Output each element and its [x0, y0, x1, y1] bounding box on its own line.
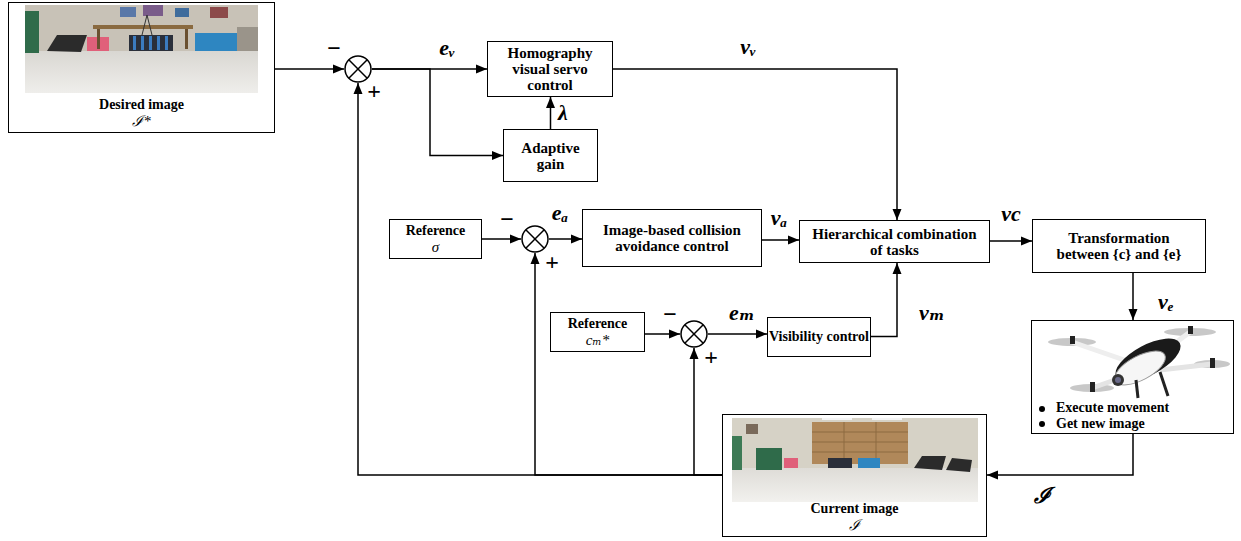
reference-box: Referenceσ [389, 219, 482, 259]
signal-arrow [372, 69, 503, 160]
box-label: Transformation between {c} and {e} [1042, 230, 1197, 262]
current-image-photo [732, 418, 978, 502]
bullet-points [1035, 400, 1051, 434]
desired-image-photo [25, 5, 258, 93]
arrow-head [987, 471, 998, 480]
arrow-head [510, 235, 521, 244]
sign-label: + [704, 345, 718, 369]
arrow-head [788, 236, 799, 245]
box-label: Reference [406, 223, 466, 239]
controller-box: Homography visual servo control [487, 41, 613, 97]
summing-junction: −+ [680, 320, 708, 348]
box-label: Image-based collision avoidance control [597, 222, 747, 254]
signal-arrow [549, 235, 582, 244]
signal-label: νᵥ [738, 35, 757, 59]
box-label: Visibility control [769, 329, 869, 345]
combination-box: Hierarchical combination of tasks [799, 220, 990, 263]
arrow-head [492, 151, 503, 160]
signal-label: eₘ [727, 301, 757, 325]
box-label: Execute movement [1056, 400, 1169, 416]
signal-arrow [275, 65, 344, 74]
arrow-head [546, 97, 555, 108]
summing-junction: −+ [521, 225, 549, 253]
box-sublabel: ℐ [849, 517, 860, 533]
arrow-head [893, 209, 902, 220]
controller-box: Visibility control [767, 317, 871, 357]
sign-label: − [327, 36, 341, 60]
box-sublabel: ℐ* [132, 113, 151, 129]
arrow-head [690, 348, 699, 359]
box-label: Reference [568, 316, 628, 332]
box-sublabel: cₘ* [586, 332, 609, 348]
signal-label: eₐ [550, 201, 570, 225]
signal-label: νₑ [1156, 290, 1176, 314]
box-label: Current image [811, 501, 899, 517]
sign-label: + [367, 79, 381, 103]
signal-arrow [987, 434, 1133, 480]
current-image-box: Current imageℐ [722, 414, 987, 537]
arrow-head [1129, 309, 1138, 320]
signal-arrow [645, 330, 680, 339]
controller-box: Image-based collision avoidance control [582, 209, 762, 267]
arrow-head [1021, 237, 1032, 246]
drone-illustration [1040, 322, 1230, 402]
box-sublabel: Get new image [1056, 416, 1145, 432]
signal-label: νₘ [917, 301, 947, 325]
box-label: Adaptive gain [515, 140, 587, 172]
signal-label: eᵥ [437, 36, 456, 60]
arrow-head [476, 65, 487, 74]
sign-label: − [500, 207, 514, 231]
desired-image-box: Desired imageℐ* [8, 2, 275, 133]
signal-arrow [482, 235, 521, 244]
reference-box: Referencecₘ* [550, 312, 645, 352]
signal-arrow [613, 69, 902, 220]
signal-arrow [708, 330, 767, 339]
signal-arrow [531, 253, 723, 475]
junction-symbol [680, 320, 708, 348]
arrow-head [333, 65, 344, 74]
arrow-head [571, 235, 582, 244]
signal-arrow [990, 237, 1032, 246]
box-label: Hierarchical combination of tasks [812, 226, 977, 258]
signal-label: νc [999, 202, 1023, 226]
arrow-head [669, 330, 680, 339]
sign-label: − [663, 302, 677, 326]
junction-symbol [521, 225, 549, 253]
signal-label: νₐ [769, 206, 789, 230]
signal-arrow [762, 236, 799, 245]
signal-label: λ [556, 101, 570, 125]
arrow-head [354, 83, 363, 94]
arrow-head [531, 253, 540, 264]
signal-arrow [546, 97, 555, 129]
box-label: Homography visual servo control [498, 45, 602, 93]
summing-junction: −+ [344, 55, 372, 83]
drone-box: Execute movementGet new image [1031, 320, 1234, 434]
signal-arrow [1129, 273, 1138, 320]
signal-arrow [871, 263, 902, 337]
sign-label: + [545, 250, 559, 274]
box-label: Desired image [99, 97, 184, 113]
signal-arrow [354, 83, 723, 475]
arrow-head [893, 263, 902, 274]
signal-label: ℐ [1032, 484, 1052, 508]
transformation-box: Transformation between {c} and {e} [1032, 219, 1206, 273]
gain-box: Adaptive gain [503, 129, 598, 182]
box-sublabel: σ [432, 239, 439, 255]
arrow-head [756, 330, 767, 339]
